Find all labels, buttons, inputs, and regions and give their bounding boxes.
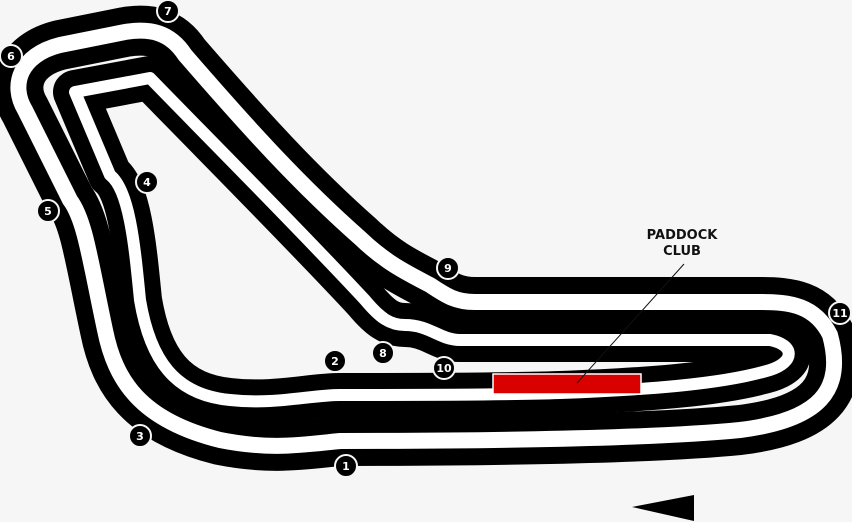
turn-label: 1 (342, 460, 350, 473)
turn-marker-10[interactable]: 10 (432, 356, 456, 380)
turn-label: 10 (436, 362, 452, 375)
turn-label: 2 (331, 355, 339, 368)
turn-label: 11 (832, 307, 847, 320)
direction-arrow-icon (632, 495, 694, 521)
turn-marker-5[interactable]: 5 (36, 199, 60, 223)
turn-marker-1[interactable]: 1 (334, 454, 358, 478)
outer-loop-center-line (10, 22, 842, 454)
paddock-club-leader-line (576, 263, 685, 384)
turn-label: 6 (7, 50, 15, 63)
turn-marker-7[interactable]: 7 (156, 0, 180, 23)
turn-label: 5 (44, 205, 52, 218)
turn-marker-3[interactable]: 3 (128, 424, 152, 448)
turn-label: 4 (143, 176, 151, 189)
turn-label: 9 (444, 262, 452, 275)
turn-marker-11[interactable]: 11 (828, 301, 852, 325)
turn-marker-4[interactable]: 4 (135, 170, 159, 194)
turn-markers: 1 2 3 4 5 6 7 8 (0, 0, 852, 478)
turn-label: 8 (379, 347, 387, 360)
paddock-club[interactable]: PADDOCK CLUB (492, 228, 719, 395)
turn-label: 7 (164, 5, 172, 18)
turn-marker-2[interactable]: 2 (323, 349, 347, 373)
turn-marker-9[interactable]: 9 (436, 256, 460, 280)
paddock-club-label-line1: PADDOCK (647, 228, 719, 243)
turn-label: 3 (136, 430, 144, 443)
track-outer-loop (0, 5, 852, 471)
paddock-club-label-line2: CLUB (663, 244, 701, 259)
turn-marker-6[interactable]: 6 (0, 44, 23, 68)
turn-marker-8[interactable]: 8 (371, 341, 395, 365)
paddock-club-area[interactable] (492, 373, 642, 395)
